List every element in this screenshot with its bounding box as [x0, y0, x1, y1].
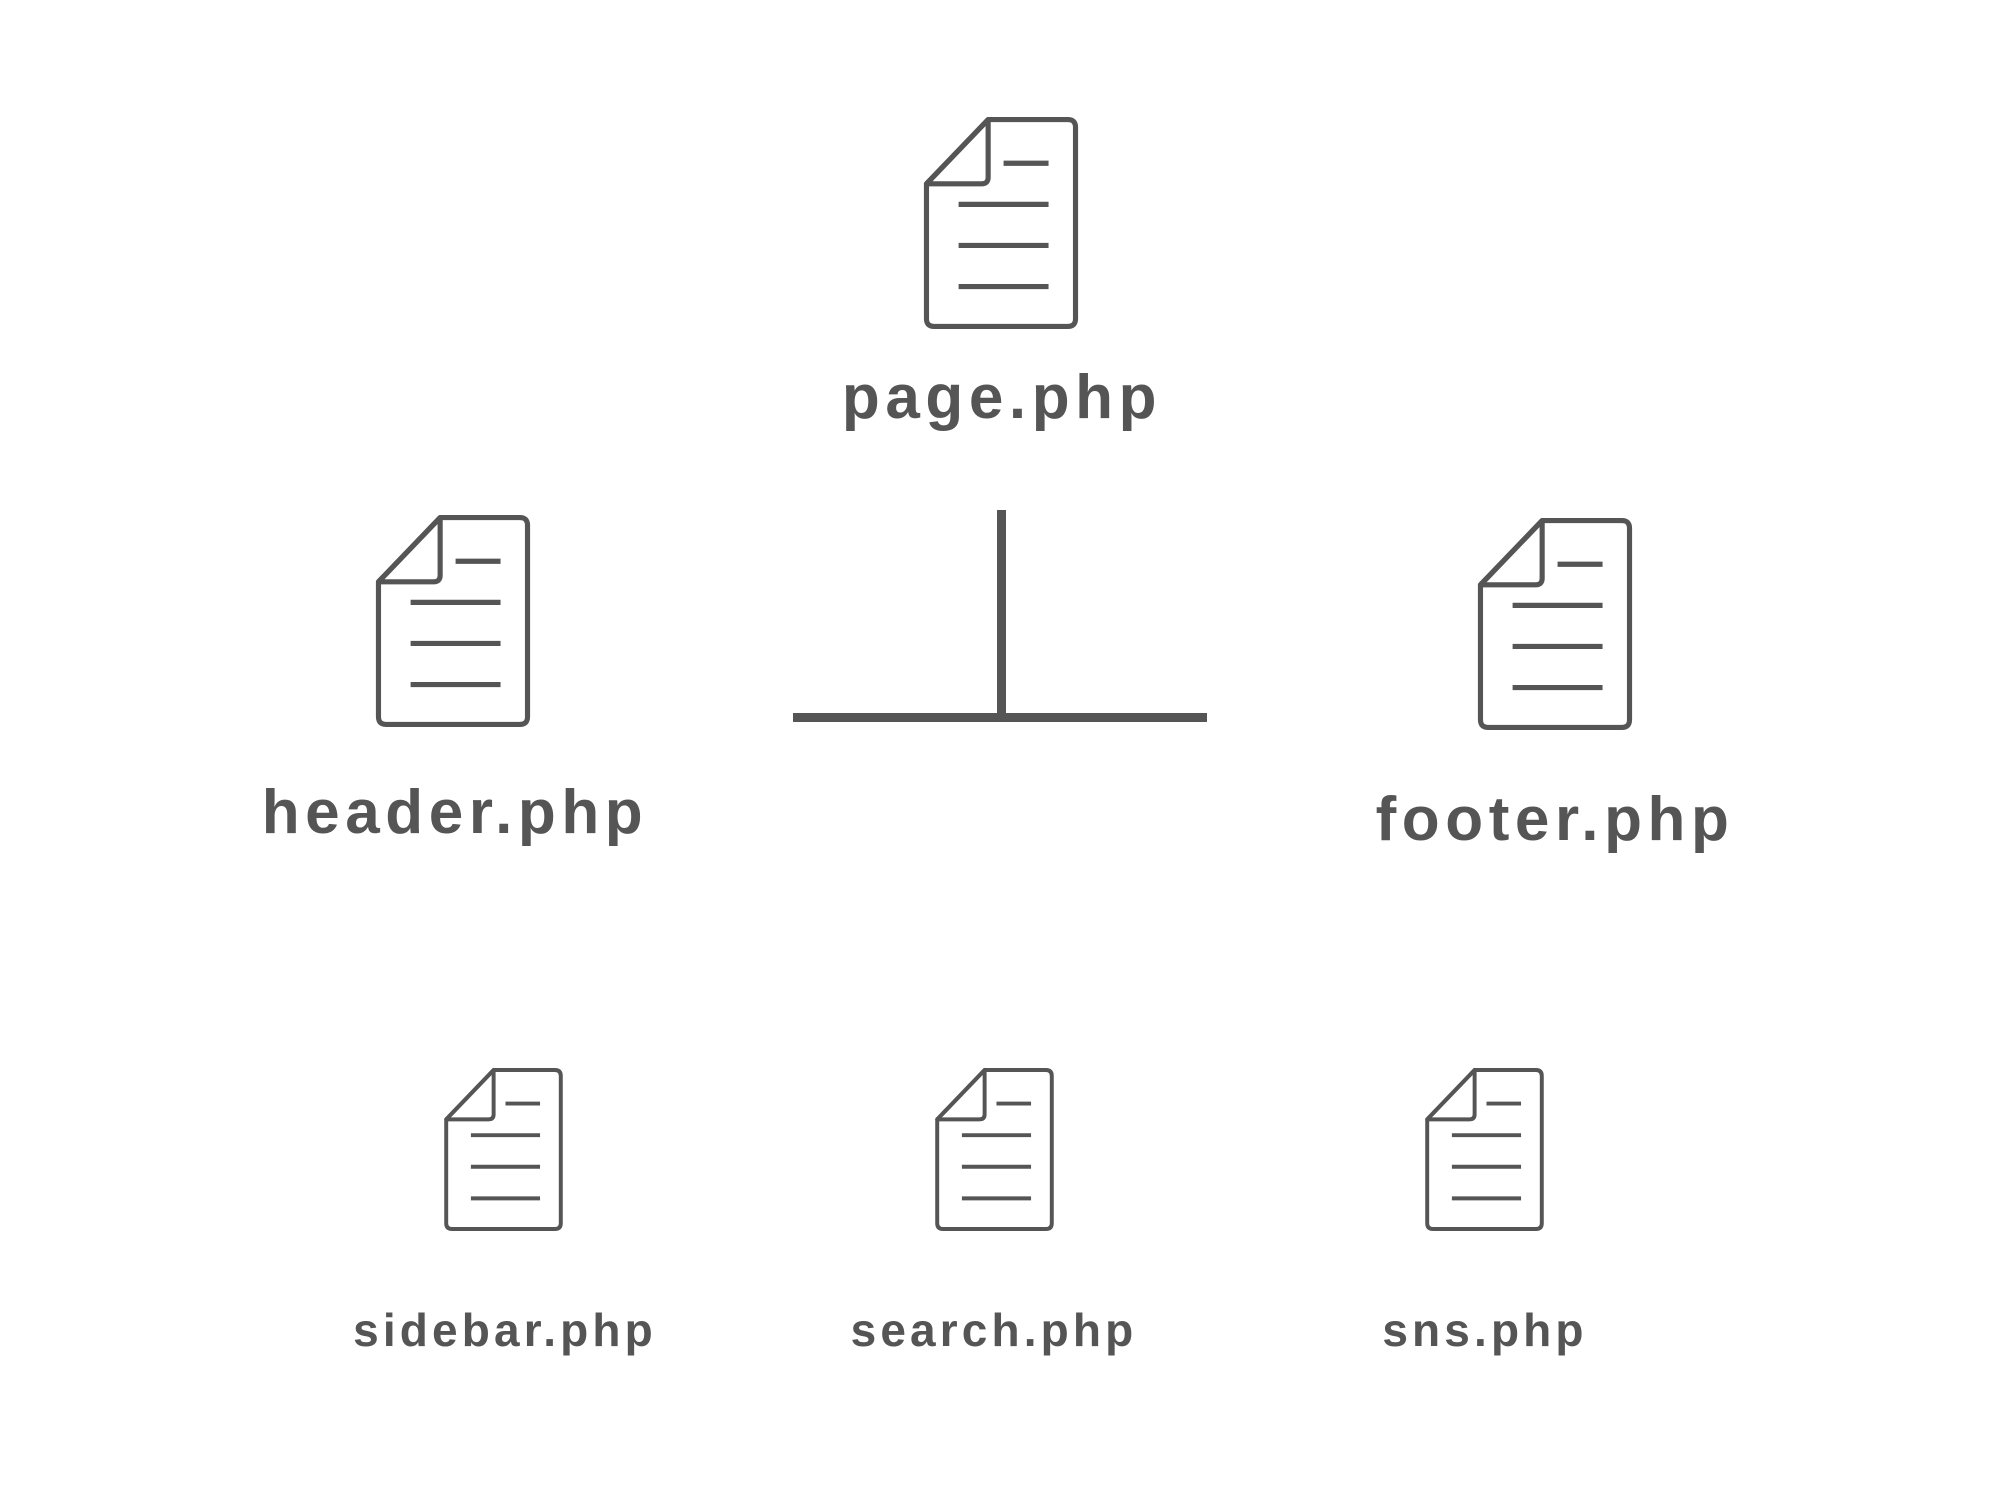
sidebar-document-icon	[444, 1067, 563, 1232]
page-label: page.php	[841, 363, 1163, 432]
connector-horizontal	[793, 713, 1207, 722]
search-label: search.php	[850, 1304, 1138, 1356]
page-document-icon	[923, 117, 1079, 329]
footer-document-icon	[1477, 518, 1633, 730]
header-document-icon	[375, 515, 531, 727]
connector-vertical	[997, 510, 1006, 717]
header-label: header.php	[261, 778, 649, 847]
footer-label: footer.php	[1375, 785, 1735, 854]
sns-label: sns.php	[1382, 1304, 1588, 1356]
sidebar-label: sidebar.php	[353, 1304, 657, 1356]
search-document-icon	[935, 1067, 1054, 1232]
sns-document-icon	[1425, 1067, 1544, 1232]
